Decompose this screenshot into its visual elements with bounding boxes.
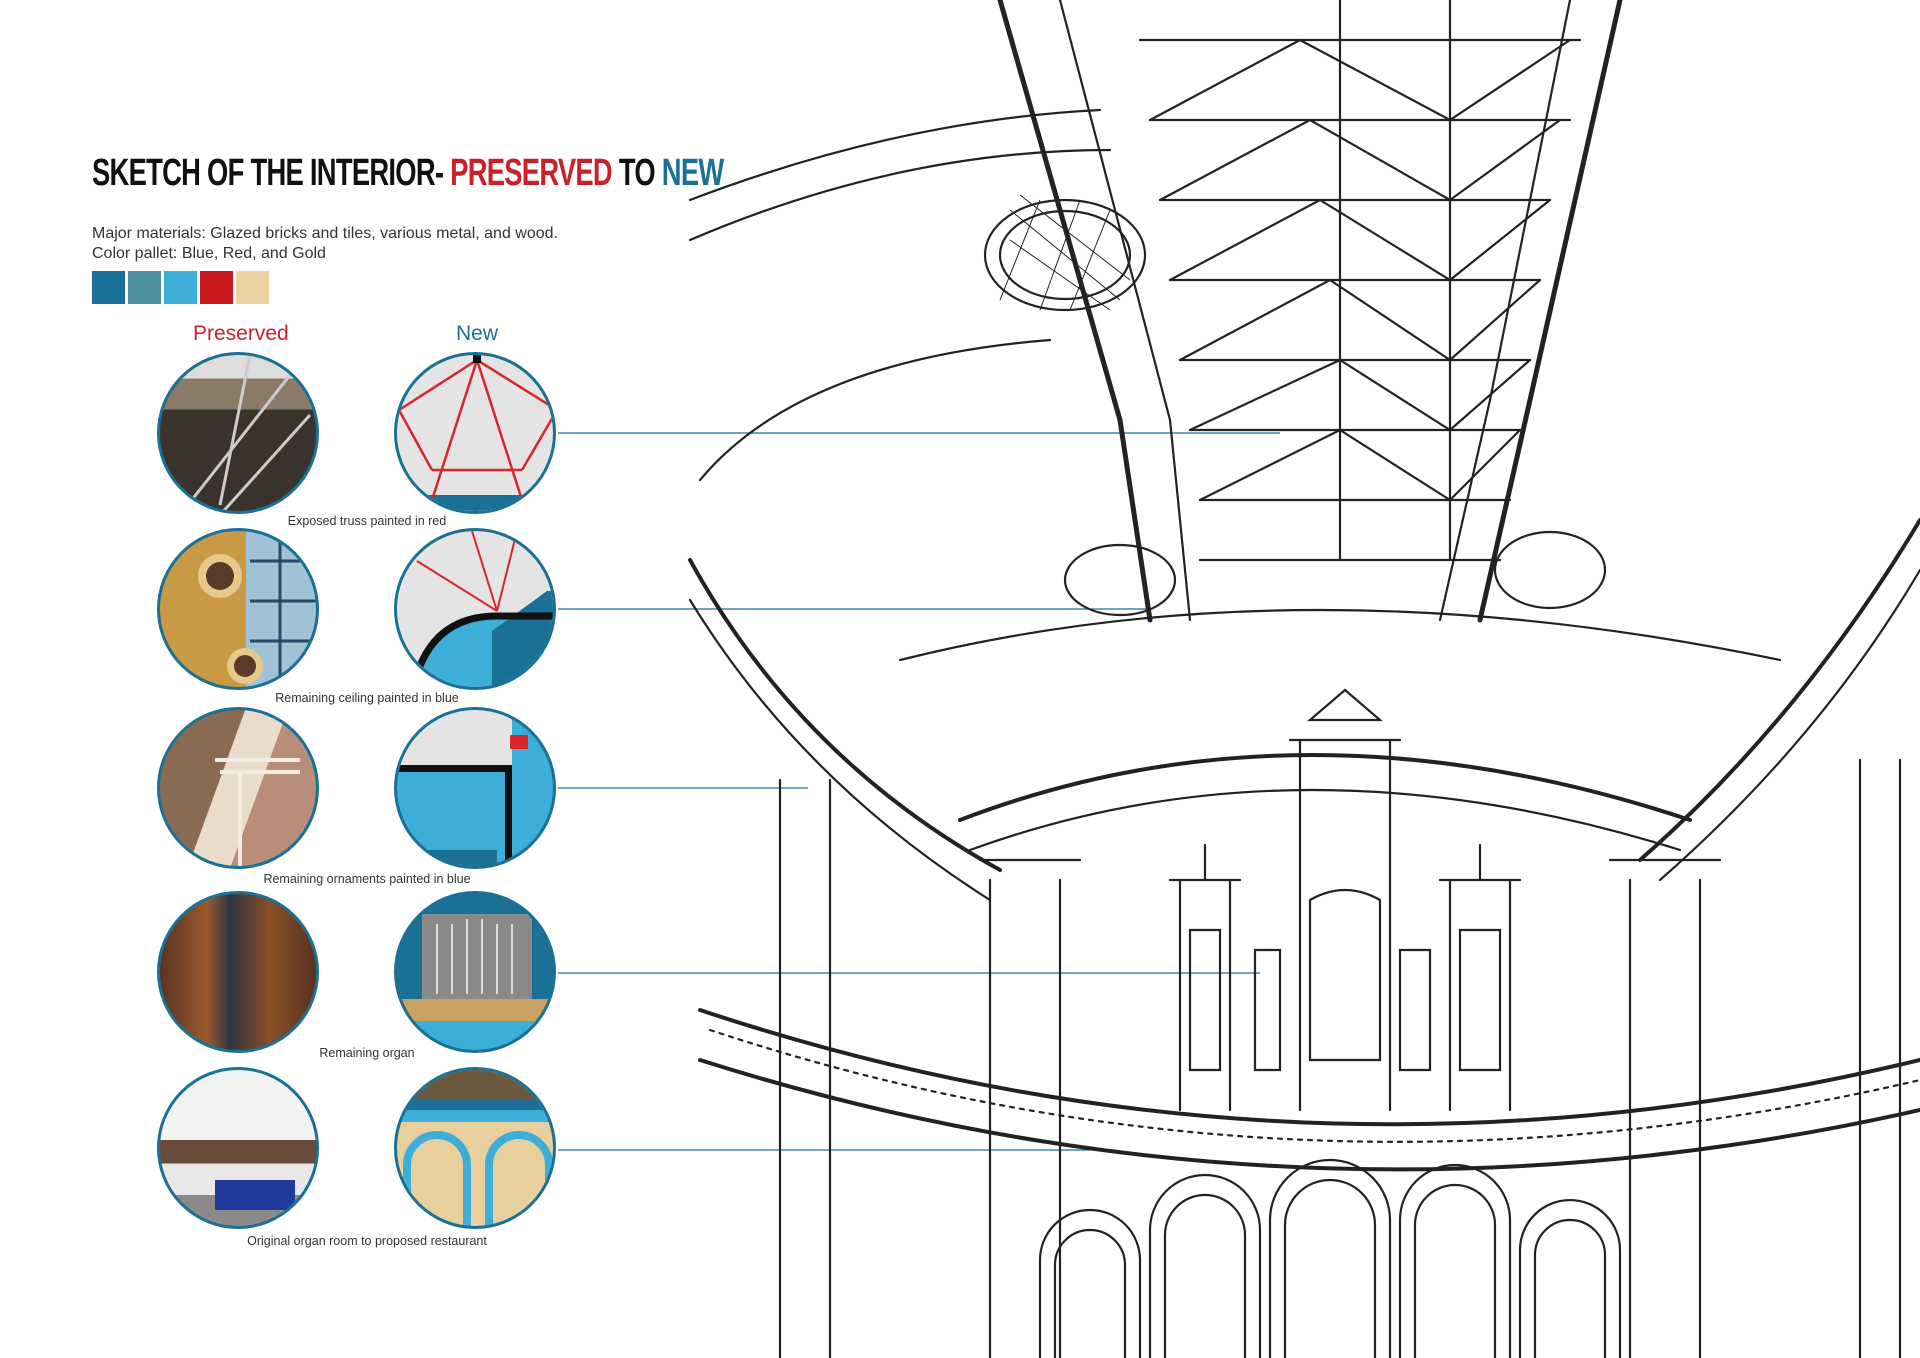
row-caption: Exposed truss painted in red bbox=[287, 514, 447, 528]
preserved-organ-room-photo bbox=[157, 1067, 319, 1229]
page-title: SKETCH OF THE INTERIOR- PRESERVED TO NEW bbox=[92, 152, 724, 195]
swatch-grey-blue bbox=[128, 271, 161, 304]
new-restaurant-render bbox=[394, 1067, 556, 1229]
row-caption: Remaining ceiling painted in blue bbox=[275, 691, 459, 705]
new-organ-render bbox=[394, 891, 556, 1053]
preserved-organ-photo bbox=[157, 891, 319, 1053]
preserved-ornaments-photo bbox=[157, 707, 319, 869]
title-to: TO bbox=[611, 152, 662, 194]
title-text: SKETCH OF THE INTERIOR- bbox=[92, 152, 451, 194]
swatch-dark-blue bbox=[92, 271, 125, 304]
swatch-red bbox=[200, 271, 233, 304]
new-ceiling-render bbox=[394, 528, 556, 690]
preserved-ceiling-photo bbox=[157, 528, 319, 690]
new-heading: New bbox=[456, 322, 499, 345]
color-palette bbox=[92, 271, 269, 304]
description: Major materials: Glazed bricks and tiles… bbox=[92, 224, 558, 264]
preserved-truss-photo bbox=[157, 352, 319, 514]
new-truss-render bbox=[394, 352, 556, 514]
swatch-light-blue bbox=[164, 271, 197, 304]
new-ornaments-render bbox=[394, 707, 556, 869]
preserved-heading: Preserved bbox=[193, 322, 289, 345]
row-caption: Remaining ornaments painted in blue bbox=[263, 872, 471, 886]
title-preserved: PRESERVED bbox=[450, 152, 613, 194]
palette-text: Color pallet: Blue, Red, and Gold bbox=[92, 245, 326, 262]
swatch-gold bbox=[236, 271, 269, 304]
row-caption: Original organ room to proposed restaura… bbox=[247, 1234, 487, 1248]
title-new: NEW bbox=[661, 152, 724, 194]
row-caption: Remaining organ bbox=[319, 1046, 415, 1060]
interior-sketch-drawing bbox=[688, 0, 1920, 1358]
materials-text: Major materials: Glazed bricks and tiles… bbox=[92, 225, 558, 242]
